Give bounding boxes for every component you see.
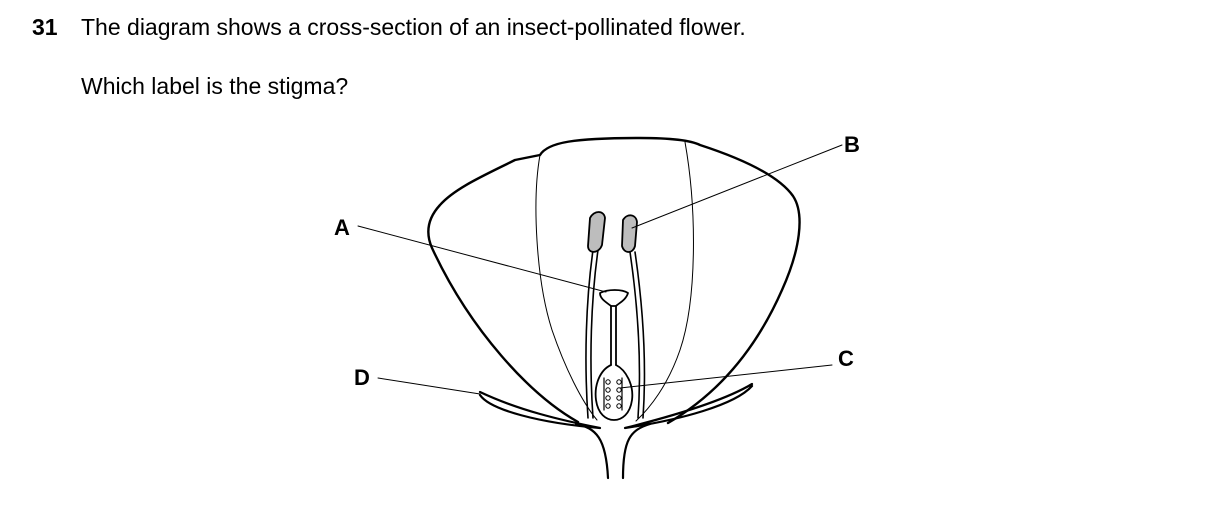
label-b: B (844, 132, 860, 157)
label-a: A (334, 215, 350, 240)
sepal-right (623, 382, 754, 430)
anther-left (587, 211, 606, 253)
label-d: D (354, 365, 370, 390)
anther-right (621, 214, 638, 253)
question-prompt: Which label is the stigma? (81, 73, 349, 99)
ovary (594, 364, 634, 421)
style (610, 305, 617, 366)
ovary-inner (603, 377, 623, 411)
ovules (605, 379, 622, 409)
question-number: 31 (32, 14, 58, 40)
flower-stalk (574, 422, 610, 480)
inner-petal-left (535, 154, 598, 421)
leader-line-c (619, 364, 833, 389)
filament-left (585, 249, 599, 419)
label-c: C (838, 346, 854, 371)
inner-petal-right (635, 141, 694, 422)
leader-line-b (631, 144, 843, 229)
flower-stalk-right (621, 422, 652, 480)
sepal-left (478, 390, 602, 430)
question-text: The diagram shows a cross-section of an … (81, 14, 746, 40)
outer-petals (427, 136, 801, 425)
filament-right (629, 251, 646, 419)
leader-line-a (357, 225, 607, 293)
stigma (599, 289, 629, 307)
leader-line-d (377, 377, 481, 395)
